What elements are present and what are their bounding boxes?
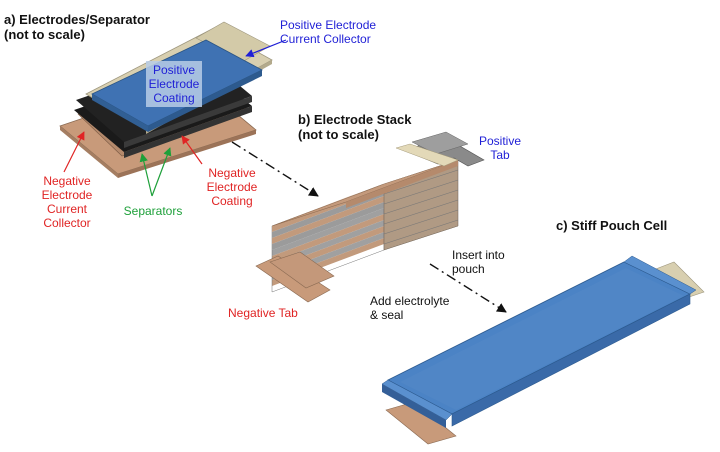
negative-coating-label: Negative Electrode Coating (206, 166, 258, 208)
negative-current-collector-label: Negative Electrode Current Collector (41, 174, 93, 230)
arrow-b-to-c (429, 263, 507, 313)
coating-label-box (146, 61, 202, 107)
panel-c-title: c) Stiff Pouch Cell (556, 218, 668, 233)
leader-positive-cc (245, 39, 287, 58)
leader-separator-2 (151, 147, 172, 197)
process-arrows (63, 39, 507, 313)
negative-tab-shape (255, 255, 331, 303)
positive-coating-label: Positive Electrode Coating (148, 63, 200, 105)
positive-current-collector-label: Positive Electrode Current Collector (280, 18, 377, 46)
pouch-front-side (451, 293, 691, 427)
add-electrolyte-label: Add electrolyte & seal (370, 294, 450, 322)
positive-tab-label: Positive Tab (478, 134, 522, 162)
negative-tab-label: Negative Tab (228, 306, 298, 320)
leader-negative-coating (181, 135, 203, 165)
electrode-stack (255, 131, 485, 303)
pouch-cell (381, 255, 705, 445)
arrow-a-to-b (231, 141, 319, 197)
leader-negative-cc (63, 131, 85, 173)
panel-a-title: a) Electrodes/Separator (not to scale) (4, 12, 150, 42)
separators-label: Separators (123, 204, 183, 218)
leader-separator-1 (139, 153, 153, 197)
panel-b-title: b) Electrode Stack (not to scale) (298, 112, 412, 142)
insert-into-pouch-label: Insert into pouch (452, 248, 505, 276)
